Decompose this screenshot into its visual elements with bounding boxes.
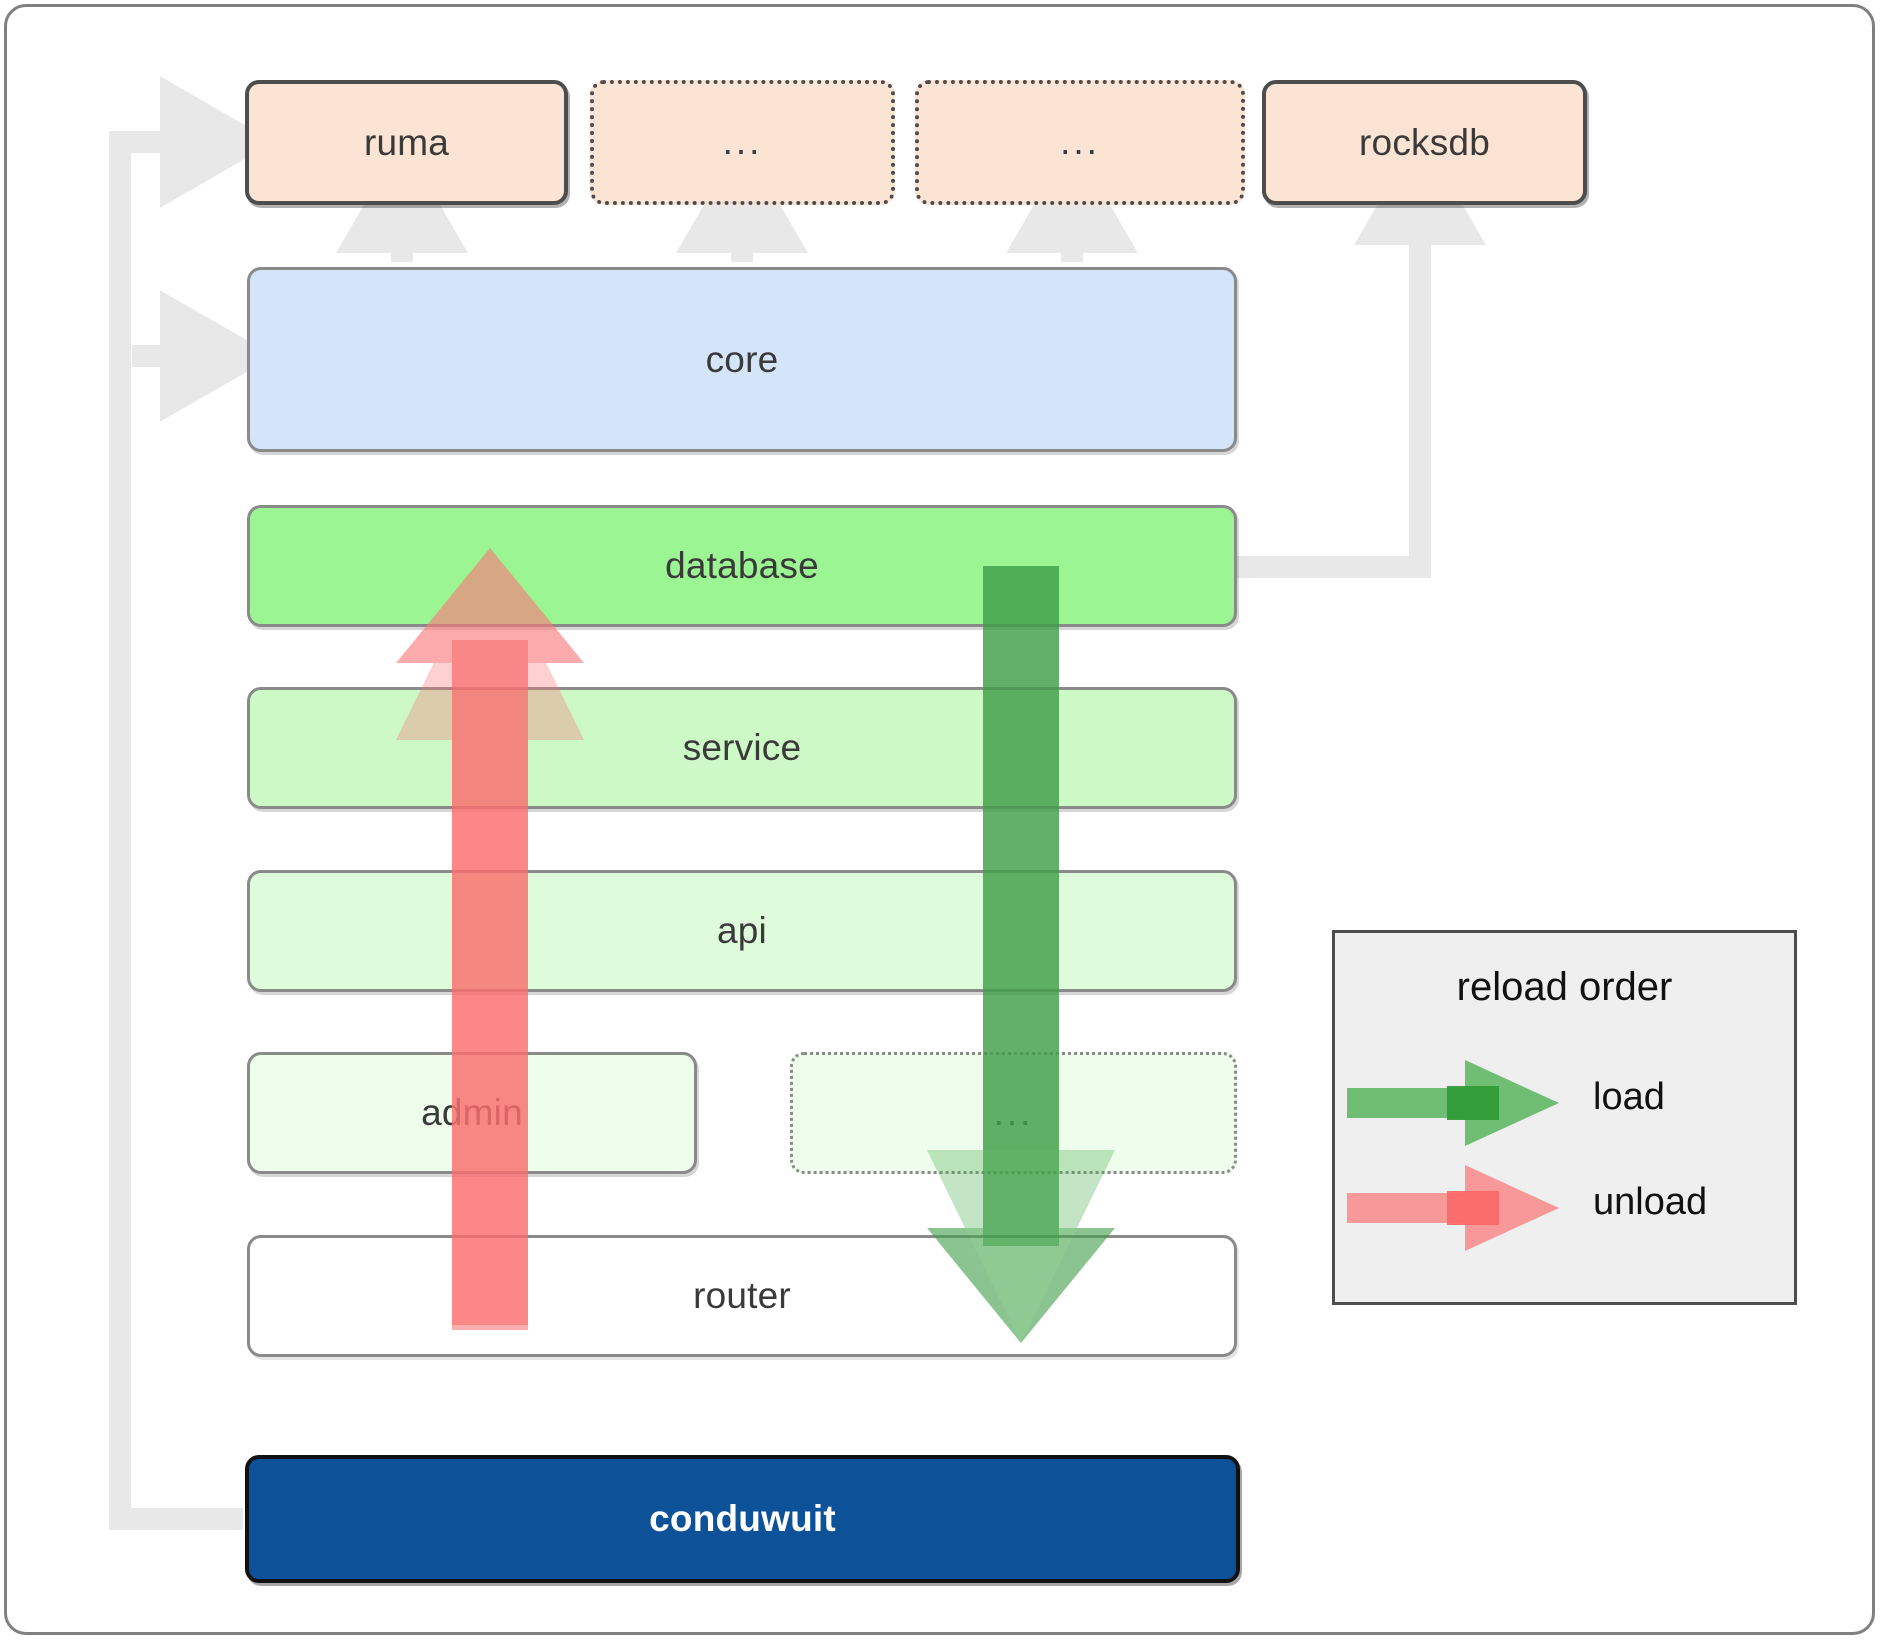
node-ext-2[interactable]: ... bbox=[915, 80, 1245, 205]
node-ext-2-label: ... bbox=[1060, 121, 1100, 163]
node-ext-1-label: ... bbox=[722, 121, 763, 163]
legend-panel: reload order load unload bbox=[1332, 930, 1797, 1305]
node-conduwuit[interactable]: conduwuit bbox=[245, 1455, 1240, 1583]
node-router[interactable]: router bbox=[247, 1235, 1237, 1357]
node-database[interactable]: database bbox=[247, 505, 1237, 627]
node-api-label: api bbox=[717, 910, 767, 951]
unload-legend-icon bbox=[1347, 1165, 1559, 1251]
node-service-label: service bbox=[682, 727, 802, 768]
legend-row-load: load bbox=[1335, 1058, 1794, 1148]
legend-label-load: load bbox=[1593, 1076, 1665, 1118]
node-admin[interactable]: admin bbox=[247, 1052, 697, 1174]
node-more[interactable]: ... bbox=[790, 1052, 1237, 1174]
legend-row-unload: unload bbox=[1335, 1163, 1794, 1253]
node-ruma[interactable]: ruma bbox=[245, 80, 568, 205]
node-rocksdb[interactable]: rocksdb bbox=[1262, 80, 1587, 205]
node-api[interactable]: api bbox=[247, 870, 1237, 992]
node-ruma-label: ruma bbox=[363, 121, 450, 163]
node-database-label: database bbox=[665, 545, 819, 586]
legend-label-unload: unload bbox=[1593, 1181, 1708, 1223]
node-core[interactable]: core bbox=[247, 267, 1237, 452]
legend-title: reload order bbox=[1456, 965, 1673, 1009]
node-admin-label: admin bbox=[421, 1092, 523, 1133]
node-more-label: ... bbox=[993, 1091, 1034, 1133]
node-conduwuit-label: conduwuit bbox=[649, 1498, 836, 1539]
node-rocksdb-label: rocksdb bbox=[1359, 121, 1490, 163]
node-router-label: router bbox=[693, 1275, 791, 1316]
node-ext-1[interactable]: ... bbox=[590, 80, 895, 205]
node-core-label: core bbox=[705, 338, 779, 380]
node-service[interactable]: service bbox=[247, 687, 1237, 809]
load-legend-icon bbox=[1347, 1060, 1559, 1146]
